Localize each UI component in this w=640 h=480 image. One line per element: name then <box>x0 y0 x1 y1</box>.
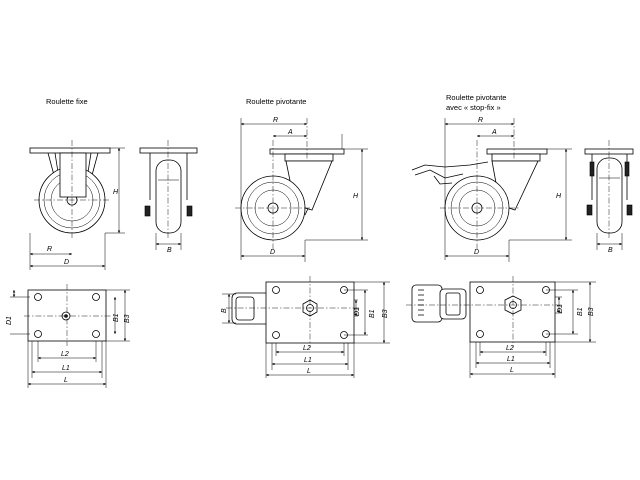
dim-D1-swivel: D1 <box>354 307 361 316</box>
dim-L2-brake: L2 <box>506 345 514 352</box>
fixed-caster-side-view <box>139 140 198 250</box>
dim-B1-swivel: B1 <box>369 309 376 318</box>
dim-D1-fixed: D1 <box>6 316 13 325</box>
title-fixed-caster: Roulette fixe <box>46 97 88 106</box>
dim-L-fixed: L <box>64 377 68 384</box>
dim-R-brake: R <box>478 117 483 124</box>
swivel-caster-plan-view <box>222 276 390 378</box>
dim-B-brake: B <box>608 247 613 254</box>
title-brake-caster-line2: avec « stop-fix » <box>446 103 501 112</box>
dim-D1-brake: D1 <box>557 304 564 313</box>
title-swivel-caster: Roulette pivotante <box>246 97 306 106</box>
dim-D-fixed: D <box>64 259 69 266</box>
title-brake-caster-line1: Roulette pivotante <box>446 93 506 102</box>
dim-H-swivel: H <box>353 193 359 200</box>
dim-A-brake: A <box>491 129 497 136</box>
brake-caster-plan-view <box>406 276 596 378</box>
swivel-caster-front-view <box>235 118 368 262</box>
brake-caster-side-view <box>584 140 634 250</box>
dim-D-swivel: D <box>270 249 275 256</box>
dim-B1-fixed: B1 <box>113 313 120 322</box>
dim-B-fixed: B <box>167 247 172 254</box>
dim-B1-brake: B1 <box>577 307 584 316</box>
dim-R-swivel: R <box>273 117 278 124</box>
fixed-caster-front-view <box>29 140 125 270</box>
dim-L-brake: L <box>510 367 514 374</box>
dim-H-brake: H <box>556 193 562 200</box>
dim-H-fixed: H <box>113 189 119 196</box>
dim-L2-swivel: L2 <box>303 345 311 352</box>
dim-B3-brake: B3 <box>588 307 595 316</box>
dim-L-swivel: L <box>307 368 311 375</box>
dim-B-swivel-plan: B <box>221 308 228 313</box>
dim-L1-brake: L1 <box>507 356 515 363</box>
dim-A-swivel: A <box>287 129 293 136</box>
brake-caster-front-view <box>411 118 572 262</box>
dim-L1-swivel: L1 <box>304 357 312 364</box>
dim-B3-swivel: B3 <box>382 309 389 318</box>
dim-B3-fixed: B3 <box>124 314 131 323</box>
dim-L1-fixed: L1 <box>62 365 70 372</box>
fixed-caster-plate-plan <box>10 284 130 388</box>
dim-R-fixed: R <box>47 246 52 253</box>
dim-D-brake: D <box>474 249 479 256</box>
dim-L2-fixed: L2 <box>61 351 69 358</box>
